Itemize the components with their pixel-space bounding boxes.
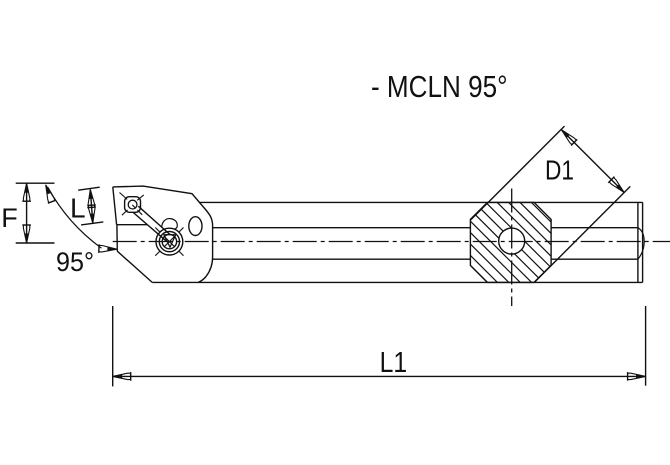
svg-text:L: L xyxy=(70,193,86,224)
svg-text:F: F xyxy=(1,203,18,233)
svg-text:- MCLN 95°: - MCLN 95° xyxy=(371,69,508,104)
svg-text:L1: L1 xyxy=(380,347,408,379)
svg-text:95°: 95° xyxy=(56,247,94,277)
svg-text:D1: D1 xyxy=(545,155,574,186)
